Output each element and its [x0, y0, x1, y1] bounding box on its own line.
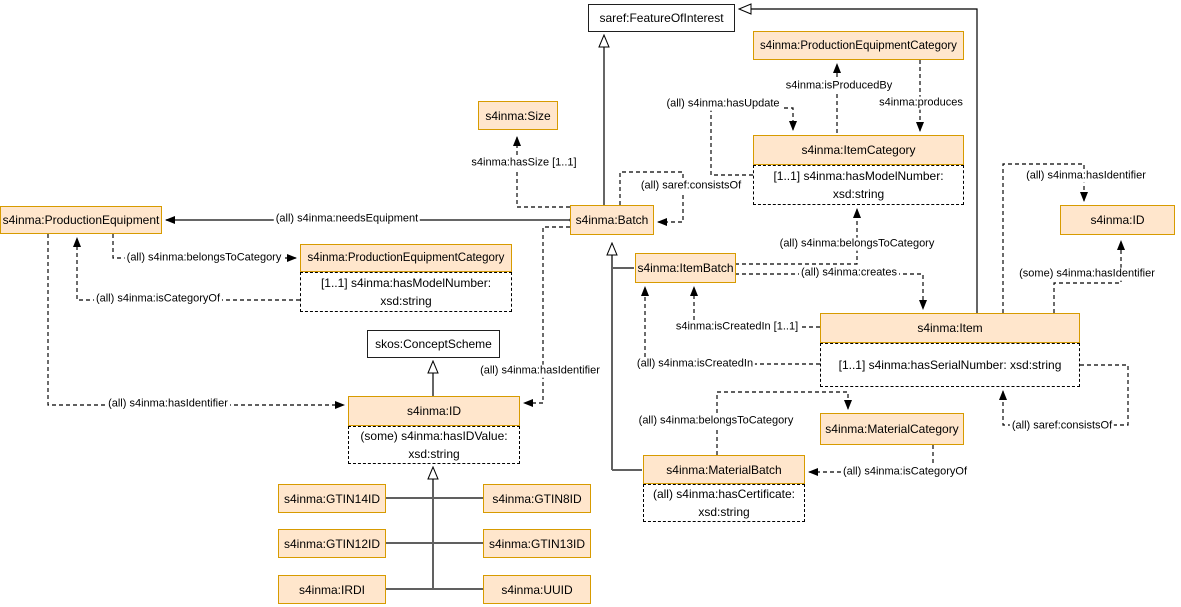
edge-label-belongs-to-category-pe: (all) s4inma:belongsToCategory [124, 251, 284, 265]
edge-creates [735, 273, 927, 310]
attribute-box-material-batch: (all) s4inma:hasCertificate: xsd:string [643, 484, 805, 522]
edge-label-has-size: s4inma:hasSize [1..1] [469, 156, 579, 170]
class-node-concept-scheme[interactable]: skos:ConceptScheme [367, 330, 500, 358]
edge-has-identifier-pe [47, 234, 345, 409]
class-node-material-category[interactable]: s4inma:MaterialCategory [820, 413, 964, 445]
edge-label-has-identifier-all-right: (all) s4inma:hasIdentifier [1024, 169, 1148, 183]
edge-label-consists-of-batch: (all) saref:consistsOf [638, 179, 744, 193]
edge-has-size [513, 136, 570, 208]
class-node-size[interactable]: s4inma:Size [478, 101, 558, 130]
class-node-production-equipment-category-top[interactable]: s4inma:ProductionEquipmentCategory [753, 31, 964, 60]
edge-item-subclassof-featureofinterest [740, 9, 978, 313]
class-node-item[interactable]: s4inma:Item [820, 313, 1080, 343]
edge-label-creates: (all) s4inma:creates [799, 266, 899, 280]
edge-label-is-category-of-pe: (all) s4inma:isCategoryOf [93, 292, 223, 306]
edge-label-belongs-to-category-item: (all) s4inma:belongsToCategory [777, 237, 937, 251]
edge-label-is-created-in-all: (all) s4inma:isCreatedIn [634, 357, 756, 371]
edge-label-belongs-to-category-mb: (all) s4inma:belongsToCategory [636, 414, 796, 428]
edge-belongs-to-category-pe [112, 234, 297, 262]
edge-belongs-to-category-item [735, 208, 861, 265]
class-node-production-equipment-category-left[interactable]: s4inma:ProductionEquipmentCategory [300, 244, 512, 272]
attribute-box-item-category: [1..1] s4inma:hasModelNumber: xsd:string [753, 165, 964, 205]
class-node-gtin14id[interactable]: s4inma:GTIN14ID [278, 484, 386, 513]
edge-consists-of-batch [619, 171, 684, 226]
class-node-item-category[interactable]: s4inma:ItemCategory [753, 135, 964, 165]
class-node-item-batch[interactable]: s4inma:ItemBatch [635, 253, 736, 283]
edge-label-consists-of-item: (all) saref:consistsOf [1009, 419, 1115, 433]
edge-is-category-of-pe [73, 237, 300, 301]
edge-has-identifier-some [1053, 240, 1125, 313]
class-node-gtin13id[interactable]: s4inma:GTIN13ID [483, 529, 591, 558]
edge-label-needs-equipment: (all) s4inma:needsEquipment [273, 212, 421, 226]
edge-label-has-update: (all) s4inma:hasUpdate [664, 97, 782, 111]
edge-has-identifier-all-right [1002, 163, 1088, 313]
edge-label-has-identifier-pe: (all) s4inma:hasIdentifier [106, 397, 230, 411]
edge-label-has-identifier-some: (some) s4inma:hasIdentifier [1017, 267, 1157, 281]
edge-has-identifier-batch [523, 226, 570, 407]
class-node-irdi[interactable]: s4inma:IRDI [278, 575, 386, 604]
attribute-box-item: [1..1] s4inma:hasSerialNumber: xsd:strin… [820, 343, 1080, 387]
class-node-batch[interactable]: s4inma:Batch [570, 205, 654, 235]
class-node-gtin12id[interactable]: s4inma:GTIN12ID [278, 529, 386, 558]
attribute-box-production-equipment-category-left: [1..1] s4inma:hasModelNumber: xsd:string [300, 272, 512, 312]
edge-label-has-identifier-batch: (all) s4inma:hasIdentifier [478, 364, 602, 378]
edge-consists-of-item [999, 364, 1129, 426]
attribute-box-id-center: (some) s4inma:hasIDValue: xsd:string [348, 426, 520, 464]
edge-label-produces: s4inma:produces [877, 96, 965, 110]
edge-label-is-created-in-11: s4inma:isCreatedIn [1..1] [673, 320, 801, 334]
edge-label-is-produced-by: s4inma:isProducedBy [783, 79, 895, 93]
edge-label-is-category-of-mc: (all) s4inma:isCategoryOf [840, 465, 970, 479]
edge-is-category-of-mc [808, 445, 934, 476]
class-node-id-center[interactable]: s4inma:ID [348, 396, 520, 426]
class-node-uuid[interactable]: s4inma:UUID [483, 575, 591, 604]
class-node-production-equipment[interactable]: s4inma:ProductionEquipment [0, 206, 162, 234]
class-node-id-right[interactable]: s4inma:ID [1060, 205, 1175, 235]
class-node-material-batch[interactable]: s4inma:MaterialBatch [643, 455, 805, 484]
class-node-feature-of-interest[interactable]: saref:FeatureOfInterest [588, 4, 735, 32]
class-node-gtin8id[interactable]: s4inma:GTIN8ID [483, 484, 591, 513]
